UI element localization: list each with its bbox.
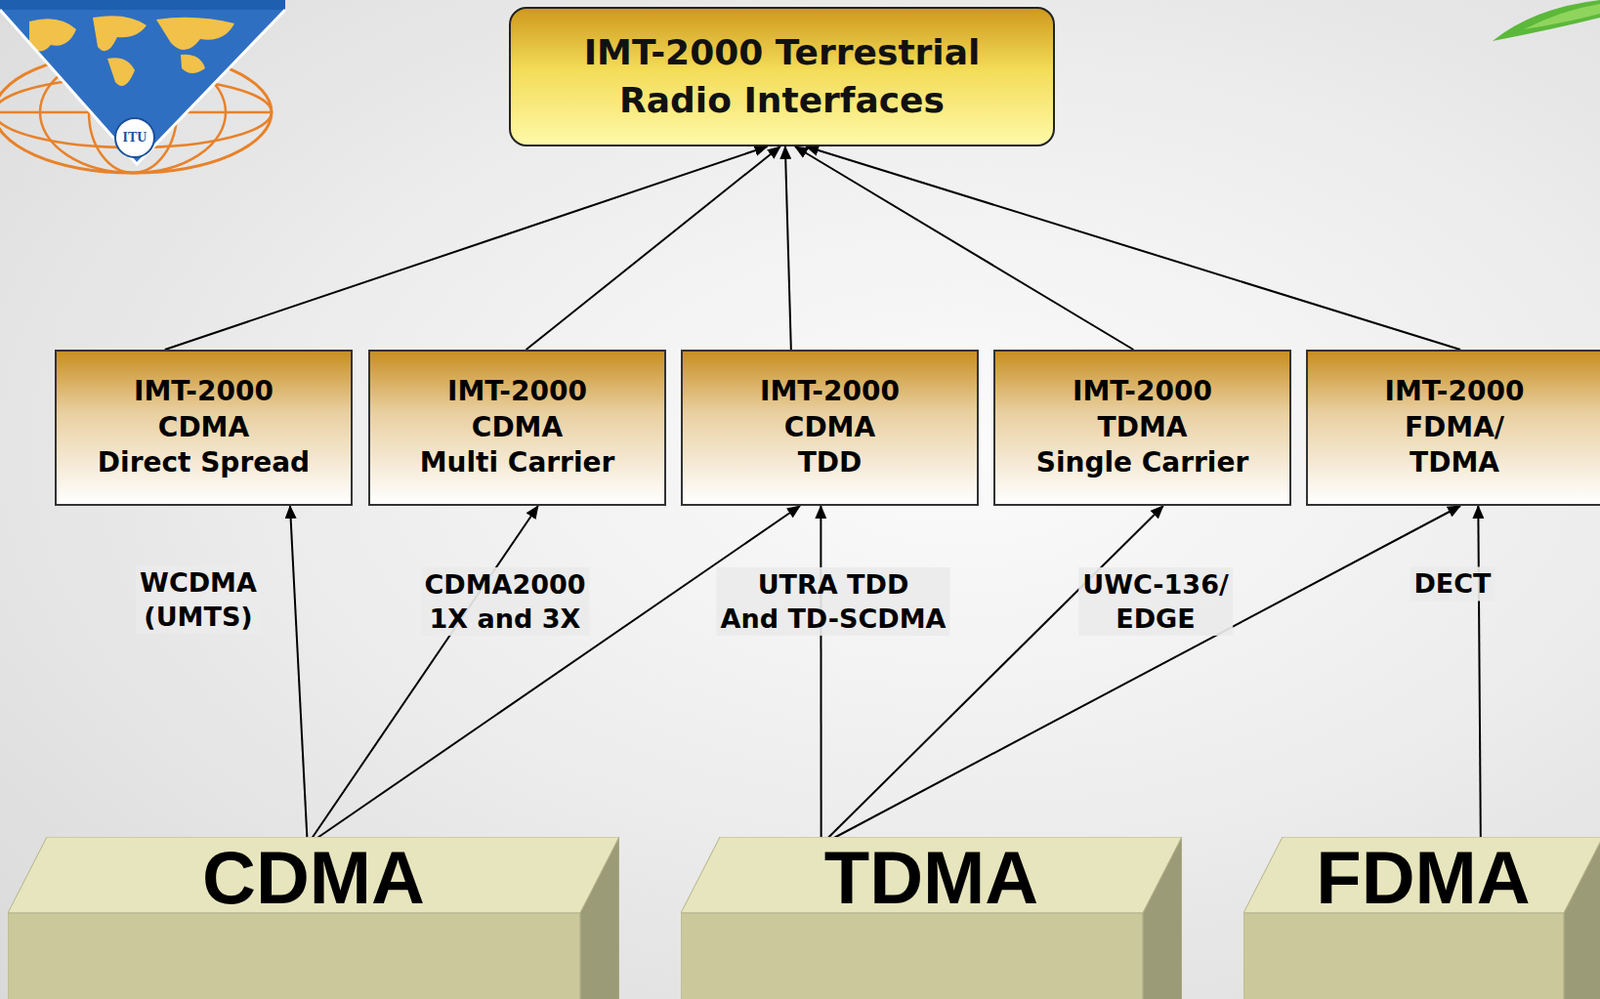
node-text: IMT-2000 CDMA Direct Spread bbox=[97, 374, 310, 481]
interface-box: IMT-2000 CDMA Direct Spread bbox=[54, 349, 353, 506]
arrow-line bbox=[821, 505, 1164, 845]
access-block: TDMA bbox=[680, 837, 1182, 999]
arrow-line bbox=[821, 505, 1461, 845]
technology-label: UWC-136/ EDGE bbox=[1078, 567, 1233, 636]
arrow-line bbox=[307, 505, 539, 845]
node-text: IMT-2000 Terrestrial Radio Interfaces bbox=[584, 29, 981, 125]
arrow-line bbox=[526, 146, 781, 350]
technology-label: WCDMA (UMTS) bbox=[135, 565, 261, 634]
node-text: FDMA bbox=[1243, 841, 1600, 916]
node-text: IMT-2000 FDMA/ TDMA bbox=[1385, 374, 1525, 481]
technology-label: DECT bbox=[1409, 566, 1495, 601]
logo-text: ITU bbox=[123, 130, 148, 145]
node-text: CDMA bbox=[7, 841, 620, 916]
interface-box: IMT-2000 FDMA/ TDMA bbox=[1305, 349, 1600, 506]
node-text: IMT-2000 TDMA Single Carrier bbox=[1036, 374, 1250, 481]
leaf bbox=[1492, 0, 1600, 42]
interface-box: IMT-2000 CDMA TDD bbox=[680, 349, 979, 506]
root-box: IMT-2000 Terrestrial Radio Interfaces bbox=[508, 6, 1055, 147]
itu-logo bbox=[0, 0, 286, 173]
arrow-line bbox=[795, 146, 1134, 350]
arrow-line bbox=[307, 505, 800, 845]
arrow-line bbox=[819, 505, 822, 845]
node-text: IMT-2000 CDMA Multi Carrier bbox=[420, 374, 616, 481]
arrow-line bbox=[165, 146, 768, 350]
interface-box: IMT-2000 CDMA Multi Carrier bbox=[368, 349, 667, 506]
node-text: TDMA bbox=[680, 841, 1182, 916]
access-block: FDMA bbox=[1243, 837, 1600, 999]
arrow-line bbox=[1477, 505, 1481, 845]
leaf-shade bbox=[1523, 3, 1600, 30]
arrow-line bbox=[785, 146, 792, 350]
access-block: CDMA bbox=[7, 837, 620, 999]
technology-label: UTRA TDD And TD-SCDMA bbox=[716, 567, 951, 636]
node-text: IMT-2000 CDMA TDD bbox=[759, 374, 900, 481]
arrow-line bbox=[805, 146, 1461, 350]
technology-label: CDMA2000 1X and 3X bbox=[420, 567, 590, 636]
interface-box: IMT-2000 TDMA Single Carrier bbox=[993, 349, 1292, 506]
arrow-line bbox=[290, 505, 308, 845]
